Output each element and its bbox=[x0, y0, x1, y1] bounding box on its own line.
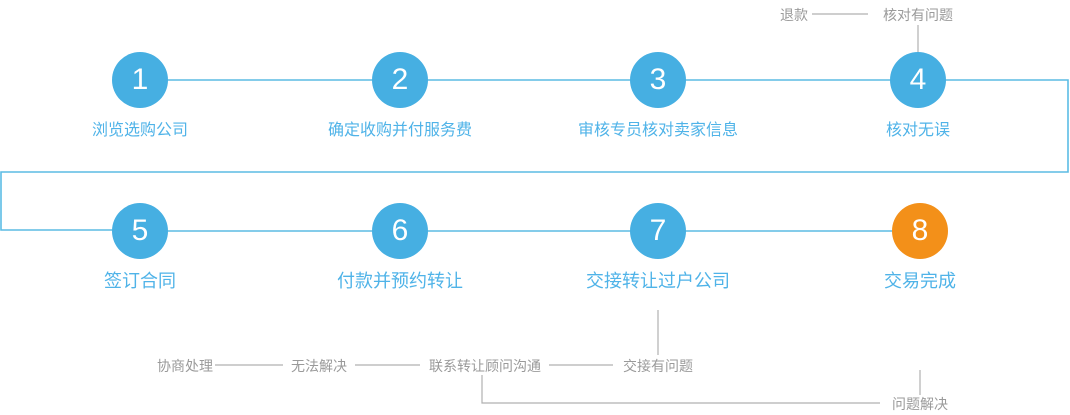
note-check-problem: 核对有问题 bbox=[883, 7, 953, 23]
step-node-7[interactable]: 7 交接转让过户公司 bbox=[578, 203, 738, 293]
step-label: 浏览选购公司 bbox=[91, 122, 188, 139]
note-unresolved: 无法解决 bbox=[291, 358, 347, 374]
path-problem-resolved bbox=[481, 375, 880, 404]
step-node-1[interactable]: 1 浏览选购公司 bbox=[60, 52, 220, 140]
step-label: 交易完成 bbox=[884, 271, 956, 291]
step-node-2[interactable]: 2 确定收购并付服务费 bbox=[320, 52, 480, 140]
step-node-3[interactable]: 3 审核专员核对卖家信息 bbox=[578, 52, 738, 140]
note-refund: 退款 bbox=[780, 7, 808, 23]
step-label: 付款并预约转让 bbox=[337, 271, 463, 291]
note-handover-problem: 交接有问题 bbox=[623, 358, 693, 374]
step-node-8[interactable]: 8 交易完成 bbox=[840, 203, 1000, 293]
step-number-badge: 3 bbox=[630, 52, 686, 108]
note-negotiate: 协商处理 bbox=[157, 358, 213, 374]
step-number-badge: 7 bbox=[630, 203, 686, 259]
step-label: 交接转让过户公司 bbox=[586, 271, 730, 291]
step-label: 审核专员核对卖家信息 bbox=[578, 122, 739, 139]
step-number-badge: 8 bbox=[892, 203, 948, 259]
step-number-badge: 2 bbox=[372, 52, 428, 108]
step-number-badge: 1 bbox=[112, 52, 168, 108]
note-problem-resolved: 问题解决 bbox=[892, 396, 948, 412]
step-number-badge: 6 bbox=[372, 203, 428, 259]
step-node-4[interactable]: 4 核对无误 bbox=[838, 52, 998, 140]
step-node-6[interactable]: 6 付款并预约转让 bbox=[320, 203, 480, 293]
step-label: 确定收购并付服务费 bbox=[327, 122, 472, 139]
step-label: 核对无误 bbox=[885, 122, 950, 139]
note-contact-advisor: 联系转让顾问沟通 bbox=[429, 358, 541, 374]
step-number-badge: 5 bbox=[112, 203, 168, 259]
step-label: 签订合同 bbox=[104, 271, 176, 291]
step-number-badge: 4 bbox=[890, 52, 946, 108]
step-node-5[interactable]: 5 签订合同 bbox=[60, 203, 220, 293]
